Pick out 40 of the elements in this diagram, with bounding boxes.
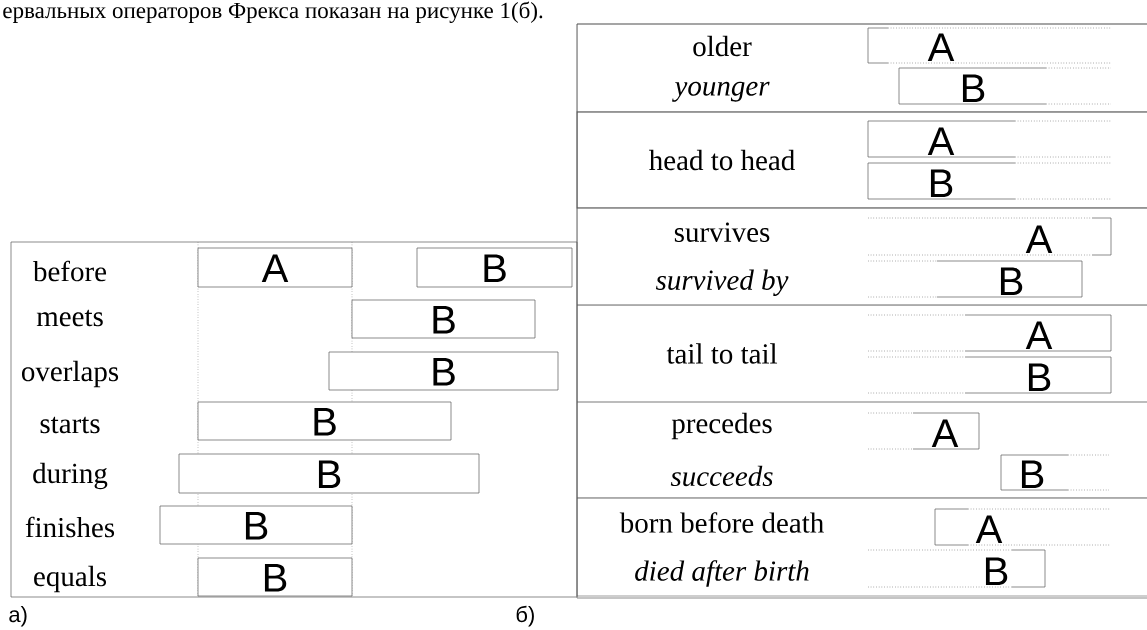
row-label: equals (34, 565, 106, 593)
interval-box: B (328, 351, 559, 391)
interval-box: B (867, 549, 1046, 588)
interval-box: B (197, 557, 353, 597)
interval-box: B (159, 505, 353, 545)
panel-label: а) (9, 606, 27, 627)
row-label: during (33, 462, 108, 490)
row-label: finishes (25, 516, 115, 538)
row-label: head to head (649, 149, 795, 171)
row-label: starts (40, 416, 100, 434)
row-label: meets (36, 309, 103, 327)
row-label: survived by (655, 269, 789, 296)
row-label: born before death (619, 512, 824, 533)
row-label: succeeds (670, 465, 773, 487)
interval-box: B (867, 162, 1112, 200)
row-label: older (693, 35, 752, 57)
row-label: tail to tail (666, 343, 778, 364)
interval-box: B (1000, 454, 1110, 491)
interval-box: A (867, 217, 1112, 256)
interval-box: A (197, 247, 353, 288)
interval-box: B (197, 401, 452, 441)
interval-box: A (867, 412, 980, 450)
interval-box: B (178, 453, 480, 494)
row-label: before (33, 260, 107, 282)
interval-box: B (867, 356, 1112, 394)
row-label: younger (672, 81, 770, 102)
row-label: died after birth (635, 560, 809, 587)
interval-box: A (867, 120, 1112, 158)
sentence: ервальных операторов Фрекса показан на рисунке 1(б). (3, 1, 543, 23)
interval-box: A (867, 27, 1112, 64)
row-label: survives (674, 222, 770, 242)
row-label: precedes (671, 412, 772, 440)
interval-box: B (867, 260, 1083, 298)
panel-label: б) (516, 605, 534, 627)
interval-box: B (351, 299, 536, 339)
row-label: overlaps (22, 360, 119, 388)
interval-box: B (416, 247, 573, 288)
interval-box: A (934, 508, 1112, 546)
interval-box: A (867, 314, 1112, 352)
interval-box: B (898, 67, 1112, 105)
